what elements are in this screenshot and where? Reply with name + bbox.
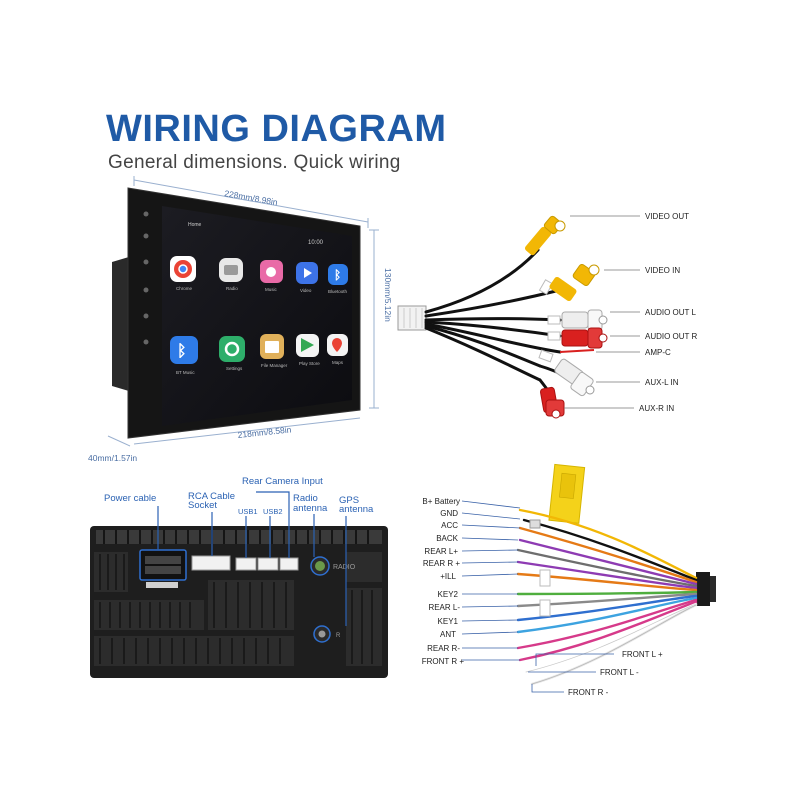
screen-home-label: Home	[188, 222, 202, 228]
unit-body-side	[112, 256, 132, 392]
power-socket	[139, 549, 187, 581]
label-rear-camera: Rear Camera Input	[242, 476, 323, 487]
label-usb2: USB2	[263, 507, 283, 516]
app-labels-row-2: BT Music Settings File Manager Play Stor…	[176, 360, 344, 375]
label-front-r-minus: FRONT R -	[568, 688, 609, 697]
label-gps: GPS	[339, 495, 359, 506]
dimension-depth: 40mm/1.57in	[88, 453, 137, 463]
rca-plug-aux-r	[539, 386, 565, 419]
svg-text:Play Store: Play Store	[299, 361, 320, 366]
label-rear-l-plus: REAR L+	[424, 547, 458, 556]
svg-text:Video: Video	[300, 288, 312, 293]
rear-camera-port	[279, 557, 299, 571]
head-unit-front: Home 10:00 ᛒ Chrome Radio Music Video Bl…	[112, 187, 361, 439]
bezel-button-icon	[143, 211, 149, 217]
label-ill: +ILL	[440, 572, 456, 581]
svg-text:Radio: Radio	[226, 286, 238, 291]
svg-text:Bluetooth: Bluetooth	[328, 289, 348, 294]
label-rear-r-minus: REAR R-	[427, 644, 460, 653]
rca-cable-socket	[191, 555, 231, 571]
iso-harness	[461, 463, 716, 693]
svg-text:Maps: Maps	[332, 360, 344, 365]
svg-text:BT Music: BT Music	[176, 370, 195, 375]
usb2-port	[257, 557, 279, 571]
label-acc: ACC	[441, 521, 458, 530]
label-front-r-plus: FRONT R +	[422, 657, 465, 666]
label-back: BACK	[436, 534, 458, 543]
label-video-out: VIDEO OUT	[645, 212, 689, 221]
svg-text:Chrome: Chrome	[176, 286, 193, 291]
label-power-cable: Power cable	[104, 493, 156, 504]
svg-text:ᛒ: ᛒ	[177, 343, 187, 360]
app-icon-row-2: ᛒ	[170, 334, 348, 364]
label-gps-antenna: antenna	[339, 504, 374, 515]
rear-callout-lines	[157, 491, 347, 626]
rca-harness	[397, 215, 640, 419]
label-video-in: VIDEO IN	[645, 266, 680, 275]
dimension-bottom: 218mm/8.58in	[237, 424, 292, 440]
harness-tag	[548, 463, 586, 524]
dimension-side: 130mm/5.12in	[383, 268, 393, 322]
page-subtitle: General dimensions. Quick wiring	[108, 152, 401, 173]
radio-marking: RADIO	[333, 564, 356, 571]
rear-callout-labels: Power cable RCA Cable Socket USB1 USB2 R…	[104, 476, 374, 516]
rca-plug-video-out	[524, 215, 566, 256]
label-radio-antenna: antenna	[293, 503, 328, 514]
svg-text:ᛒ: ᛒ	[334, 268, 341, 282]
label-usb1: USB1	[238, 507, 258, 516]
harness-labels-left: B+ Battery GND ACC BACK REAR L+ REAR R +…	[422, 497, 465, 666]
label-audio-out-l: AUDIO OUT L	[645, 308, 697, 317]
bezel-button-icon	[143, 233, 149, 239]
head-unit-rear: RADIO R	[90, 526, 388, 678]
bt-music-icon	[170, 336, 198, 364]
bezel-button-icon	[143, 287, 149, 293]
label-rear-l-minus: REAR L-	[428, 603, 460, 612]
page-title: WIRING DIAGRAM	[106, 108, 447, 150]
harness-iso-connector	[696, 572, 710, 606]
label-front-l-plus: FRONT L +	[622, 650, 663, 659]
rca-main-connector	[397, 305, 427, 331]
bezel-button-icon	[143, 259, 149, 265]
label-aux-r-in: AUX-R IN	[639, 404, 674, 413]
label-aux-l-in: AUX-L IN	[645, 378, 679, 387]
label-gnd: GND	[440, 509, 458, 518]
svg-text:File Manager: File Manager	[261, 363, 288, 368]
rca-labels: VIDEO OUT VIDEO IN AUDIO OUT L AUDIO OUT…	[639, 212, 698, 413]
label-ant: ANT	[440, 630, 456, 639]
label-key1: KEY1	[438, 617, 459, 626]
power-socket-label-plate	[146, 582, 178, 588]
rca-plug-audio-out-r	[561, 327, 608, 349]
dimension-lines	[107, 176, 379, 447]
rca-plug-video-in	[549, 263, 600, 302]
rca-plug-audio-out-l	[561, 309, 608, 331]
label-rear-r-plus: REAR R +	[423, 559, 460, 568]
harness-labels-right: FRONT L + FRONT L - FRONT R -	[568, 650, 663, 697]
label-rca-socket: Socket	[188, 500, 217, 511]
screen-status-time: 10:00	[308, 240, 324, 246]
label-rca-cable: RCA Cable	[188, 491, 235, 502]
bezel-button-icon	[143, 339, 149, 345]
app-icon-row-1: ᛒ	[170, 256, 348, 285]
app-labels-row-1: Chrome Radio Music Video Bluetooth	[176, 286, 348, 294]
label-key2: KEY2	[438, 590, 459, 599]
svg-text:Settings: Settings	[226, 366, 243, 371]
rca-plug-aux-l	[554, 358, 595, 397]
label-amp-c: AMP-C	[645, 348, 671, 357]
gps-marking: R	[336, 633, 341, 639]
label-b-battery: B+ Battery	[422, 497, 460, 506]
label-audio-out-r: AUDIO OUT R	[645, 332, 698, 341]
bluetooth-icon	[328, 264, 348, 285]
usb1-port	[235, 557, 257, 571]
bezel-button-icon	[143, 313, 149, 319]
svg-text:Music: Music	[265, 287, 278, 292]
label-front-l-minus: FRONT L -	[600, 668, 639, 677]
unit-screen	[162, 206, 352, 426]
settings-icon	[219, 336, 245, 362]
dimension-top: 228mm/8.98in	[224, 188, 279, 207]
label-radio: Radio	[293, 493, 318, 504]
